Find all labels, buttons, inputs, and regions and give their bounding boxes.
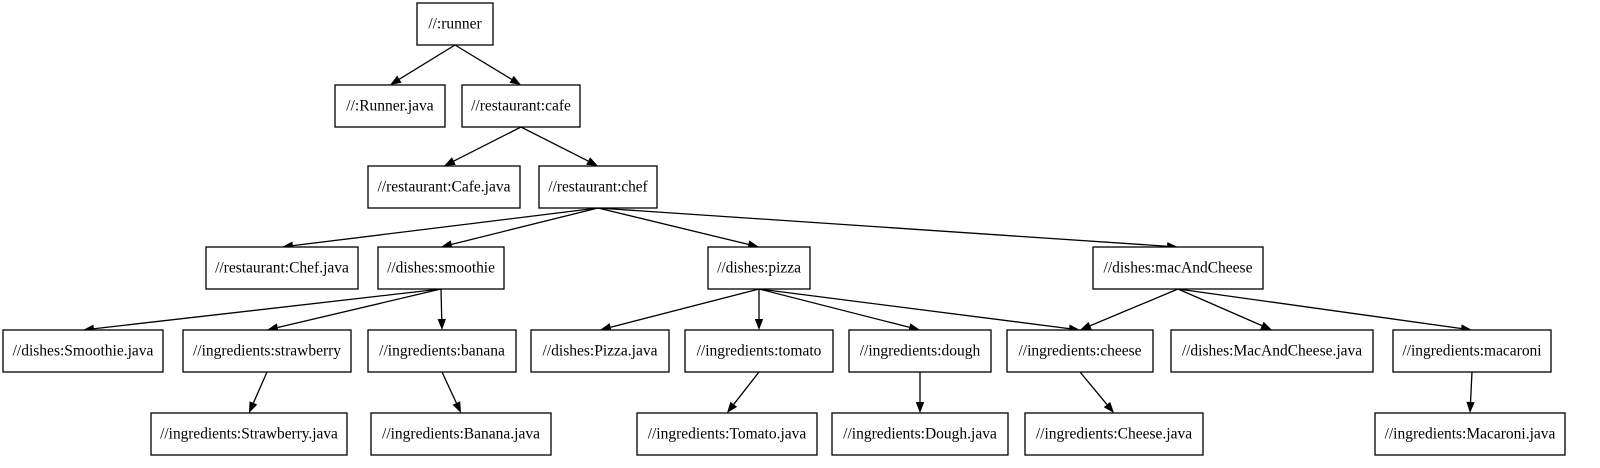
graph-edge: [390, 44, 456, 85]
graph-node[interactable]: //restaurant:Chef.java: [205, 246, 359, 290]
graph-node[interactable]: //:Runner.java: [334, 84, 446, 128]
graph-node[interactable]: //dishes:Smoothie.java: [2, 329, 164, 373]
graph-node[interactable]: //dishes:macAndCheese: [1092, 246, 1264, 290]
graph-node[interactable]: //ingredients:Banana.java: [370, 412, 552, 456]
graph-node[interactable]: //dishes:MacAndCheese.java: [1170, 329, 1374, 373]
graph-node[interactable]: //ingredients:Cheese.java: [1024, 412, 1204, 456]
graph-edge: [267, 288, 442, 332]
graph-edge: [915, 372, 925, 413]
graph-node-label: //ingredients:Macaroni.java: [1385, 426, 1556, 443]
graph-node[interactable]: //restaurant:cafe: [461, 84, 581, 128]
graph-node[interactable]: //ingredients:Strawberry.java: [150, 412, 348, 456]
graph-edge: [441, 371, 461, 413]
graph-edge: [454, 44, 521, 85]
graph-edge: [444, 126, 522, 166]
graph-edge: [1177, 288, 1272, 330]
graph-edge: [83, 288, 442, 333]
graph-node-label: //restaurant:Chef.java: [215, 260, 349, 277]
graph-node-label: //ingredients:banana: [379, 343, 505, 360]
graph-edge: [437, 288, 446, 330]
graph-edge: [600, 288, 760, 332]
graph-edge: [597, 207, 759, 249]
graph-node-label: //ingredients:cheese: [1018, 343, 1141, 360]
graph-node-label: //ingredients:Banana.java: [382, 426, 540, 443]
graph-node-label: //restaurant:Cafe.java: [378, 179, 511, 196]
graph-edge: [249, 371, 268, 413]
graph-edge: [1177, 288, 1472, 333]
graph-node-label: //ingredients:Tomato.java: [648, 426, 807, 443]
graph-node[interactable]: //ingredients:Dough.java: [831, 412, 1009, 456]
graph-node[interactable]: //dishes:Pizza.java: [530, 329, 670, 373]
graph-node-label: //ingredients:tomato: [697, 343, 822, 360]
graph-node-label: //restaurant:chef: [548, 179, 648, 196]
graph-node[interactable]: //ingredients:banana: [367, 329, 517, 373]
graph-node-label: //restaurant:cafe: [471, 98, 571, 115]
graph-node-label: //dishes:Smoothie.java: [13, 343, 154, 360]
graph-edge: [758, 288, 1080, 333]
graph-node-label: //ingredients:strawberry: [193, 343, 341, 360]
graph-node-label: //dishes:Pizza.java: [543, 343, 658, 360]
graph-node-label: //ingredients:Dough.java: [843, 426, 997, 443]
graph-node-label: //:runner: [428, 16, 482, 33]
graph-node[interactable]: //dishes:pizza: [707, 246, 811, 290]
graph-node-label: //ingredients:dough: [860, 343, 981, 360]
graph-node[interactable]: //restaurant:Cafe.java: [367, 165, 521, 209]
graph-node-label: //ingredients:macaroni: [1402, 343, 1541, 360]
graph-node-label: //dishes:pizza: [717, 260, 801, 277]
graph-node-label: //ingredients:Strawberry.java: [160, 426, 338, 443]
graph-edge: [1080, 288, 1179, 330]
graph-node[interactable]: //ingredients:strawberry: [182, 329, 352, 373]
nodes-layer: //:runner //:Runner.java //restaurant:cafe…: [2, 2, 1566, 456]
graph-node[interactable]: //:runner: [416, 2, 494, 46]
graph-node[interactable]: //ingredients:cheese: [1006, 329, 1154, 373]
graph-node[interactable]: //ingredients:dough: [848, 329, 992, 373]
graph-edge: [754, 289, 764, 330]
graph-node-label: //:Runner.java: [346, 98, 434, 115]
graph-node[interactable]: //ingredients:Tomato.java: [636, 412, 818, 456]
graph-node-label: //dishes:smoothie: [387, 260, 495, 277]
graph-edge: [520, 126, 598, 166]
graph-node[interactable]: //ingredients:tomato: [684, 329, 834, 373]
graph-node-label: //dishes:MacAndCheese.java: [1182, 343, 1362, 360]
graph-node[interactable]: //ingredients:macaroni: [1392, 329, 1552, 373]
graph-node[interactable]: //dishes:smoothie: [377, 246, 505, 290]
graph-node[interactable]: //ingredients:Macaroni.java: [1374, 412, 1566, 456]
graph-edge: [758, 288, 920, 332]
graph-edge: [727, 371, 760, 413]
graph-node-label: //ingredients:Cheese.java: [1036, 426, 1192, 443]
graph-node[interactable]: //restaurant:chef: [538, 165, 658, 209]
graph-edge: [282, 207, 599, 250]
graph-edge: [1466, 371, 1475, 413]
graph-node-label: //dishes:macAndCheese: [1104, 260, 1253, 277]
graph-edge: [441, 207, 599, 249]
graph-edge: [1079, 371, 1114, 413]
